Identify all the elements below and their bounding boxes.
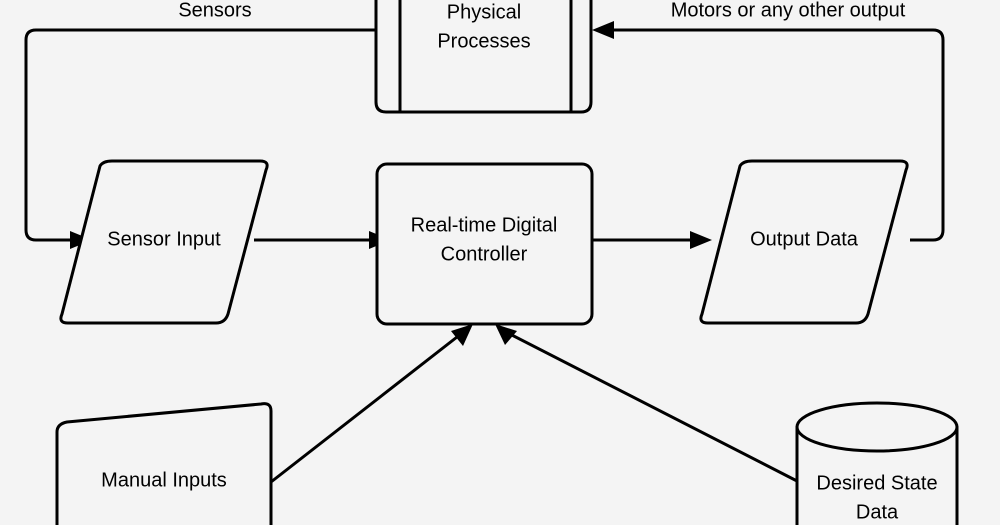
edge-controller-to-output [592, 231, 712, 249]
manual-inputs-label: Manual Inputs [101, 469, 227, 491]
controller-label-line2: Controller [441, 243, 528, 265]
node-sensor-input[interactable]: Sensor Input [59, 159, 269, 325]
edge-label-motors: Motors or any other output [671, 0, 906, 21]
physical-processes-outline [374, 0, 593, 114]
node-desired-state-data[interactable]: Desired State Data [795, 401, 959, 525]
physical-processes-label-line1: Physical [447, 1, 521, 23]
output-to-physical-line [612, 28, 945, 242]
manual-inputs-outline [55, 402, 273, 525]
desired-state-data-label-line2: Data [856, 501, 899, 523]
edge-output-to-physical: Motors or any other output [592, 0, 945, 242]
controller-to-output-arrowhead [690, 231, 712, 249]
real-time-digital-controller-outline [375, 162, 594, 326]
node-output-data[interactable]: Output Data [699, 159, 909, 325]
node-real-time-digital-controller[interactable]: Real-time Digital Controller [375, 162, 594, 326]
physical-processes-label-line2: Processes [437, 30, 530, 52]
desired-state-data-top-ellipse [795, 401, 959, 453]
edge-sensor-to-controller [254, 231, 391, 249]
controller-label-line1: Real-time Digital [411, 214, 558, 236]
edge-manual-to-controller [270, 324, 473, 484]
edge-desired-state-to-controller [495, 324, 798, 483]
sensors-feedback-line [24, 28, 376, 242]
node-manual-inputs[interactable]: Manual Inputs [55, 402, 273, 525]
sensor-input-label: Sensor Input [107, 228, 221, 250]
edge-label-sensors: Sensors [178, 0, 251, 21]
manual-to-controller-line [270, 328, 467, 484]
output-data-outline [699, 159, 909, 325]
manual-to-controller-arrowhead [451, 324, 473, 346]
output-data-label: Output Data [750, 228, 859, 250]
desired-state-to-controller-line [501, 328, 798, 483]
desired-state-data-label-line1: Desired State [816, 472, 937, 494]
desired-state-to-controller-arrowhead [495, 324, 517, 345]
sensor-input-outline [59, 159, 269, 325]
output-to-physical-arrowhead [592, 21, 614, 39]
node-physical-processes[interactable]: Physical Processes [374, 0, 593, 114]
